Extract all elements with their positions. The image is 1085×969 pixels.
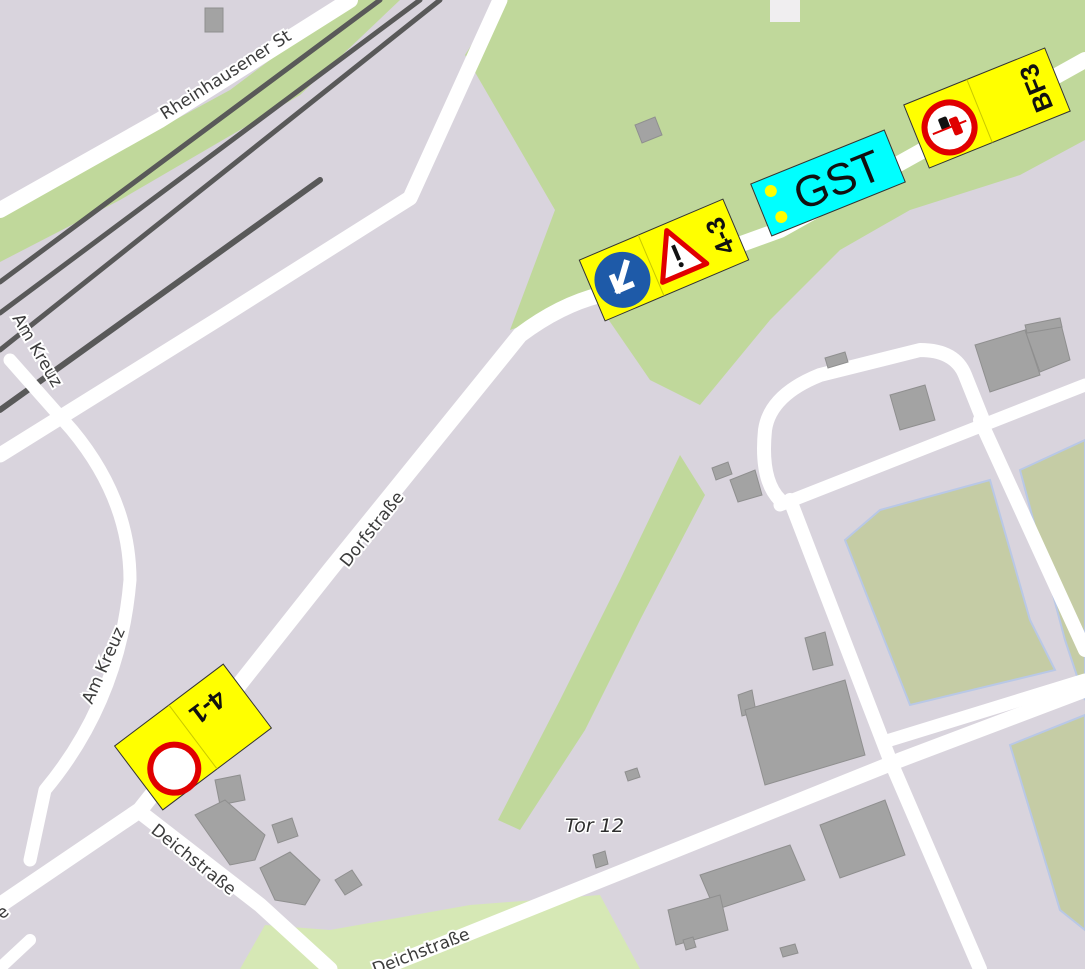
bottom-left-road (0, 934, 36, 969)
gst-dot-bottom (775, 210, 788, 223)
buildings (194, 7, 1071, 958)
keep-left-arrow-icon (594, 251, 651, 308)
railway-tracks (0, 0, 443, 413)
lower-road (372, 682, 1085, 969)
park-area-3 (1008, 713, 1085, 932)
poi-label-tor-12: Tor 12 (565, 815, 624, 837)
sign-bf3[interactable]: BF3 (903, 47, 1071, 169)
sign-4-3[interactable]: 4-3 (578, 198, 750, 322)
am-kreuz-road (3, 353, 137, 867)
gst-dot-top (764, 184, 777, 197)
right-cross-road-1 (773, 378, 1085, 512)
park-area-1 (843, 478, 1057, 707)
right-inner-road (783, 493, 987, 969)
white-patch-top (770, 0, 800, 22)
grass-area-middle-strip (498, 455, 705, 830)
rheinhausener-road (0, 0, 358, 218)
main-diagonal-road (0, 0, 508, 463)
right-vertical-road (973, 413, 1085, 657)
right-cross-road-2 (883, 673, 1085, 747)
deichstrasse-road (132, 804, 338, 969)
right-loop-road (757, 343, 992, 507)
sign-4-1[interactable]: 4-1 (113, 663, 273, 811)
grass-area-bottom (240, 895, 640, 969)
warning-triangle-icon (660, 228, 710, 285)
no-vehicles-sign-icon (147, 741, 202, 796)
no-overtaking-trucks-icon (921, 99, 978, 156)
